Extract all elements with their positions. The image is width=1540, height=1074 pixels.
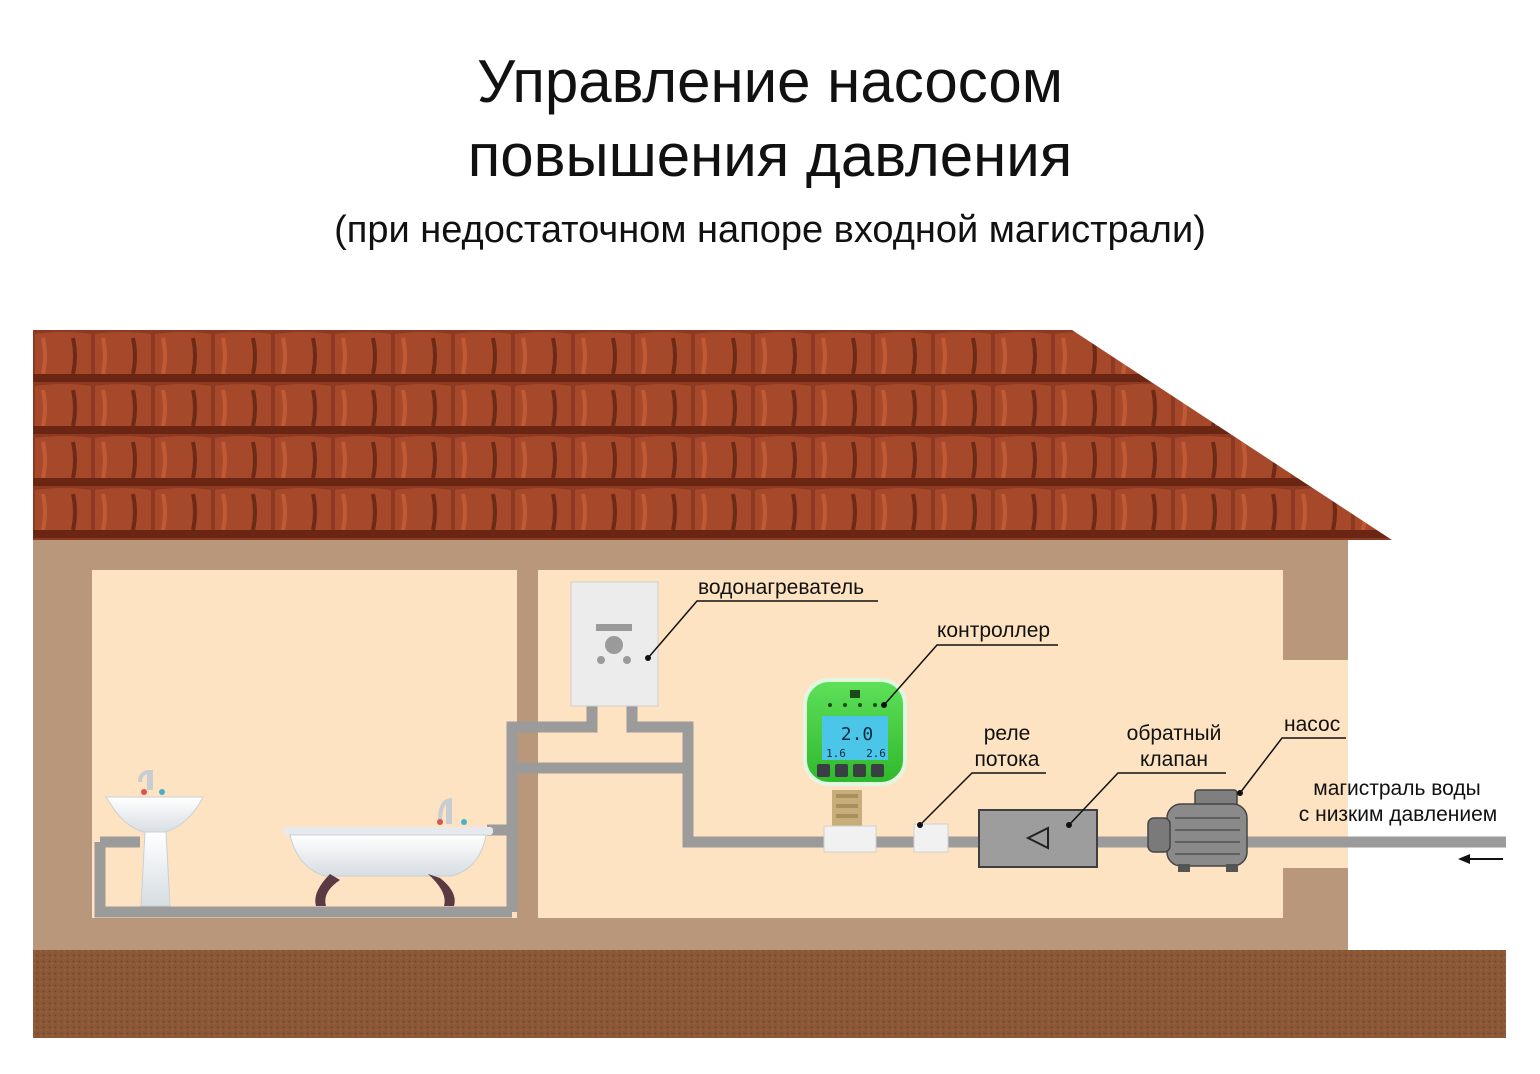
- callout-check-valve: обратный клапан: [1066, 722, 1226, 828]
- label-flow-relay-2: потока: [975, 748, 1040, 771]
- pipe-tee: [823, 825, 877, 853]
- controller-main-value: 2.0: [841, 724, 874, 745]
- check-valve: [978, 809, 1098, 868]
- roof: [33, 330, 1392, 540]
- diagram-subtitle: (при недостаточном напоре входной магист…: [334, 209, 1206, 251]
- diagram-title-line2: повышения давления: [467, 122, 1073, 189]
- ground: [33, 950, 1506, 1038]
- wall-opening: [1283, 660, 1348, 868]
- label-pump: насос: [1284, 713, 1340, 736]
- controller-left-value: 1.6: [826, 747, 846, 760]
- controller: 2.0 1.6 2.6: [803, 678, 907, 826]
- label-check-valve-1: обратный: [1127, 722, 1222, 745]
- callout-heater: водонагреватель: [645, 576, 878, 661]
- callout-controller: контроллер: [881, 619, 1058, 708]
- controller-right-value: 2.6: [866, 747, 886, 760]
- label-check-valve-2: клапан: [1140, 748, 1208, 771]
- diagram-title-line1: Управление насосом: [476, 48, 1064, 115]
- pump: [1147, 789, 1248, 872]
- water-heater: [570, 581, 659, 707]
- label-main-line-1: магистраль воды: [1313, 777, 1481, 800]
- label-heater: водонагреватель: [698, 576, 864, 599]
- right-room: [538, 570, 1283, 918]
- pipework: [94, 705, 1506, 918]
- sink: [105, 770, 204, 907]
- label-controller: контроллер: [937, 619, 1050, 642]
- label-flow-relay-1: реле: [984, 722, 1031, 745]
- flow-direction-arrow: [1458, 854, 1503, 864]
- callout-flow-relay: реле потока: [917, 722, 1046, 828]
- callout-pump: насос: [1237, 713, 1346, 796]
- label-main-line-2: с низким давлением: [1299, 803, 1497, 826]
- bathtub: [283, 798, 493, 906]
- flow-relay: [913, 823, 949, 853]
